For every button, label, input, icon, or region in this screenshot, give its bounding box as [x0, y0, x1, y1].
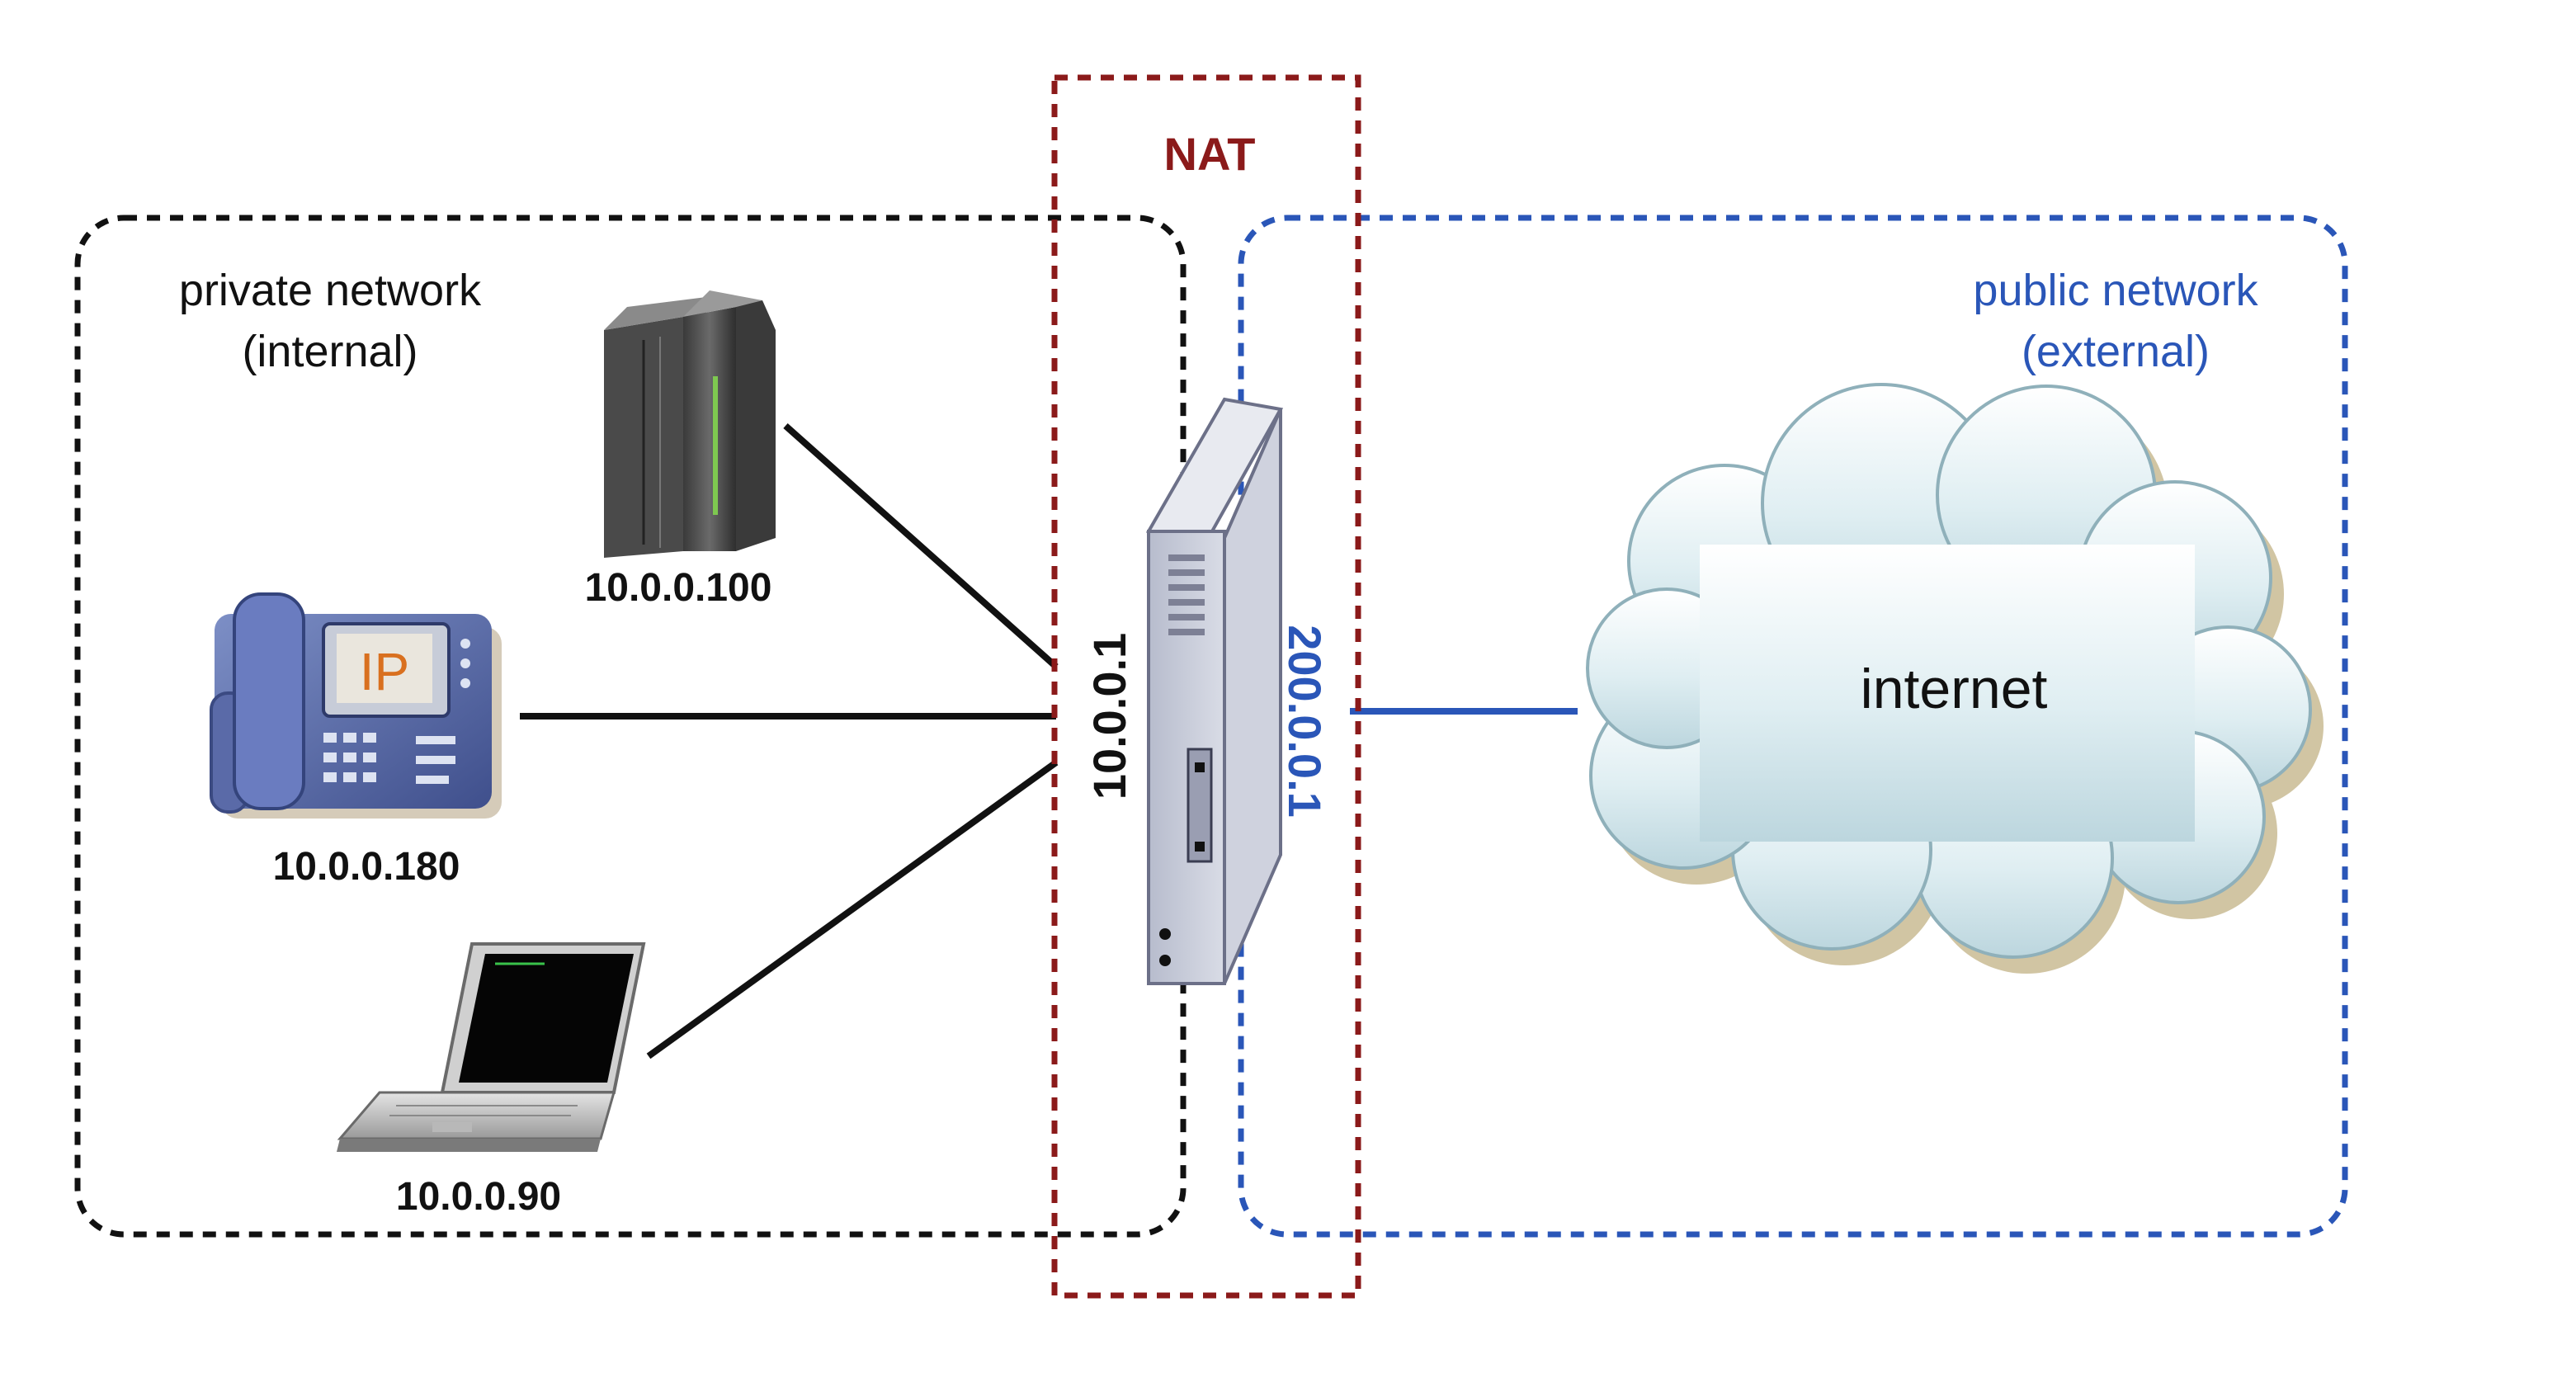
laptop-link [646, 759, 1059, 1059]
private-network-boundary [74, 215, 1187, 1238]
nat-boundary [1051, 74, 1361, 1299]
private-network-title: private network [179, 266, 482, 315]
public-network-title: public network [1973, 266, 2258, 315]
cloud-icon [1586, 383, 2324, 974]
phone-ip-label: 10.0.0.180 [273, 845, 460, 889]
laptop-icon [337, 942, 646, 1152]
phone-screen-text: IP [360, 642, 409, 701]
ip-phone-icon [210, 592, 502, 819]
server-rack-icon [604, 290, 776, 558]
cloud-label: internet [1861, 658, 2048, 720]
nat-label: NAT [1164, 128, 1256, 180]
server-ip-label: 10.0.0.100 [585, 566, 772, 610]
laptop-ip-label: 10.0.0.90 [396, 1175, 561, 1219]
public-network-subtitle: (external) [2022, 327, 2210, 376]
server-link [783, 423, 1059, 669]
private-network-subtitle: (internal) [242, 327, 418, 376]
nat-router-icon [1145, 397, 1284, 985]
connection-lines [520, 423, 1059, 1059]
router-internal-ip: 10.0.0.1 [1083, 633, 1135, 800]
router-external-ip: 200.0.0.1 [1279, 625, 1331, 818]
